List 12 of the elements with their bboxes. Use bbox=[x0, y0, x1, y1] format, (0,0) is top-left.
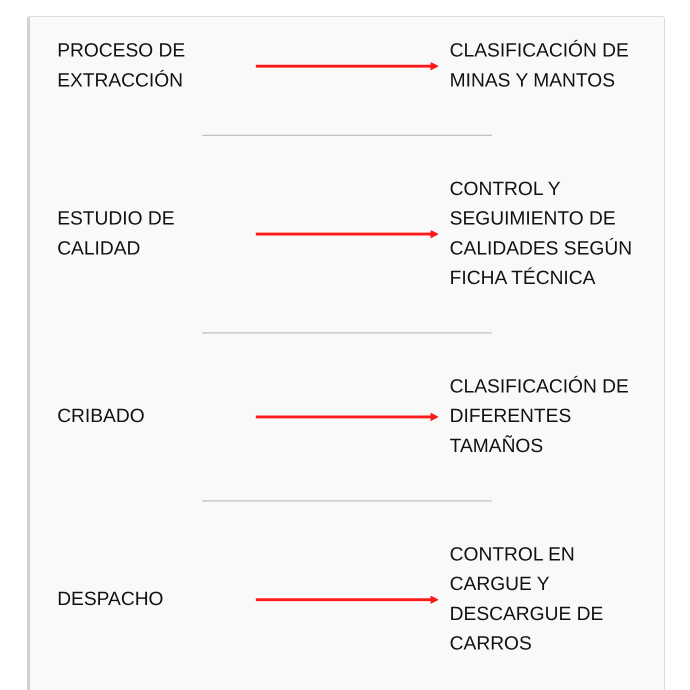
node-text: CONTROL Y SEGUIMIENTO DE CALIDADES SEGÚN FICHA TÉCNICA bbox=[450, 178, 632, 289]
node-text: ESTUDIO DE CALIDAD bbox=[57, 208, 175, 260]
arrow bbox=[256, 62, 439, 70]
arrow bbox=[256, 412, 439, 422]
node-text: CLASIFICACIÓN DE MINAS Y MANTOS bbox=[450, 40, 629, 92]
node-text: CLASIFICACIÓN DE DIFERENTES TAMAÑOS bbox=[450, 376, 629, 457]
arrow bbox=[256, 596, 439, 604]
node-text: PROCESO DE EXTRACCIÓN bbox=[57, 40, 186, 92]
node-text: DESPACHO bbox=[57, 588, 164, 610]
arrow bbox=[256, 230, 439, 238]
node-text: CONTROL EN CARGUE Y DESCARGUE DE CARROS bbox=[450, 544, 604, 654]
node-text: CRIBADO bbox=[57, 406, 145, 428]
